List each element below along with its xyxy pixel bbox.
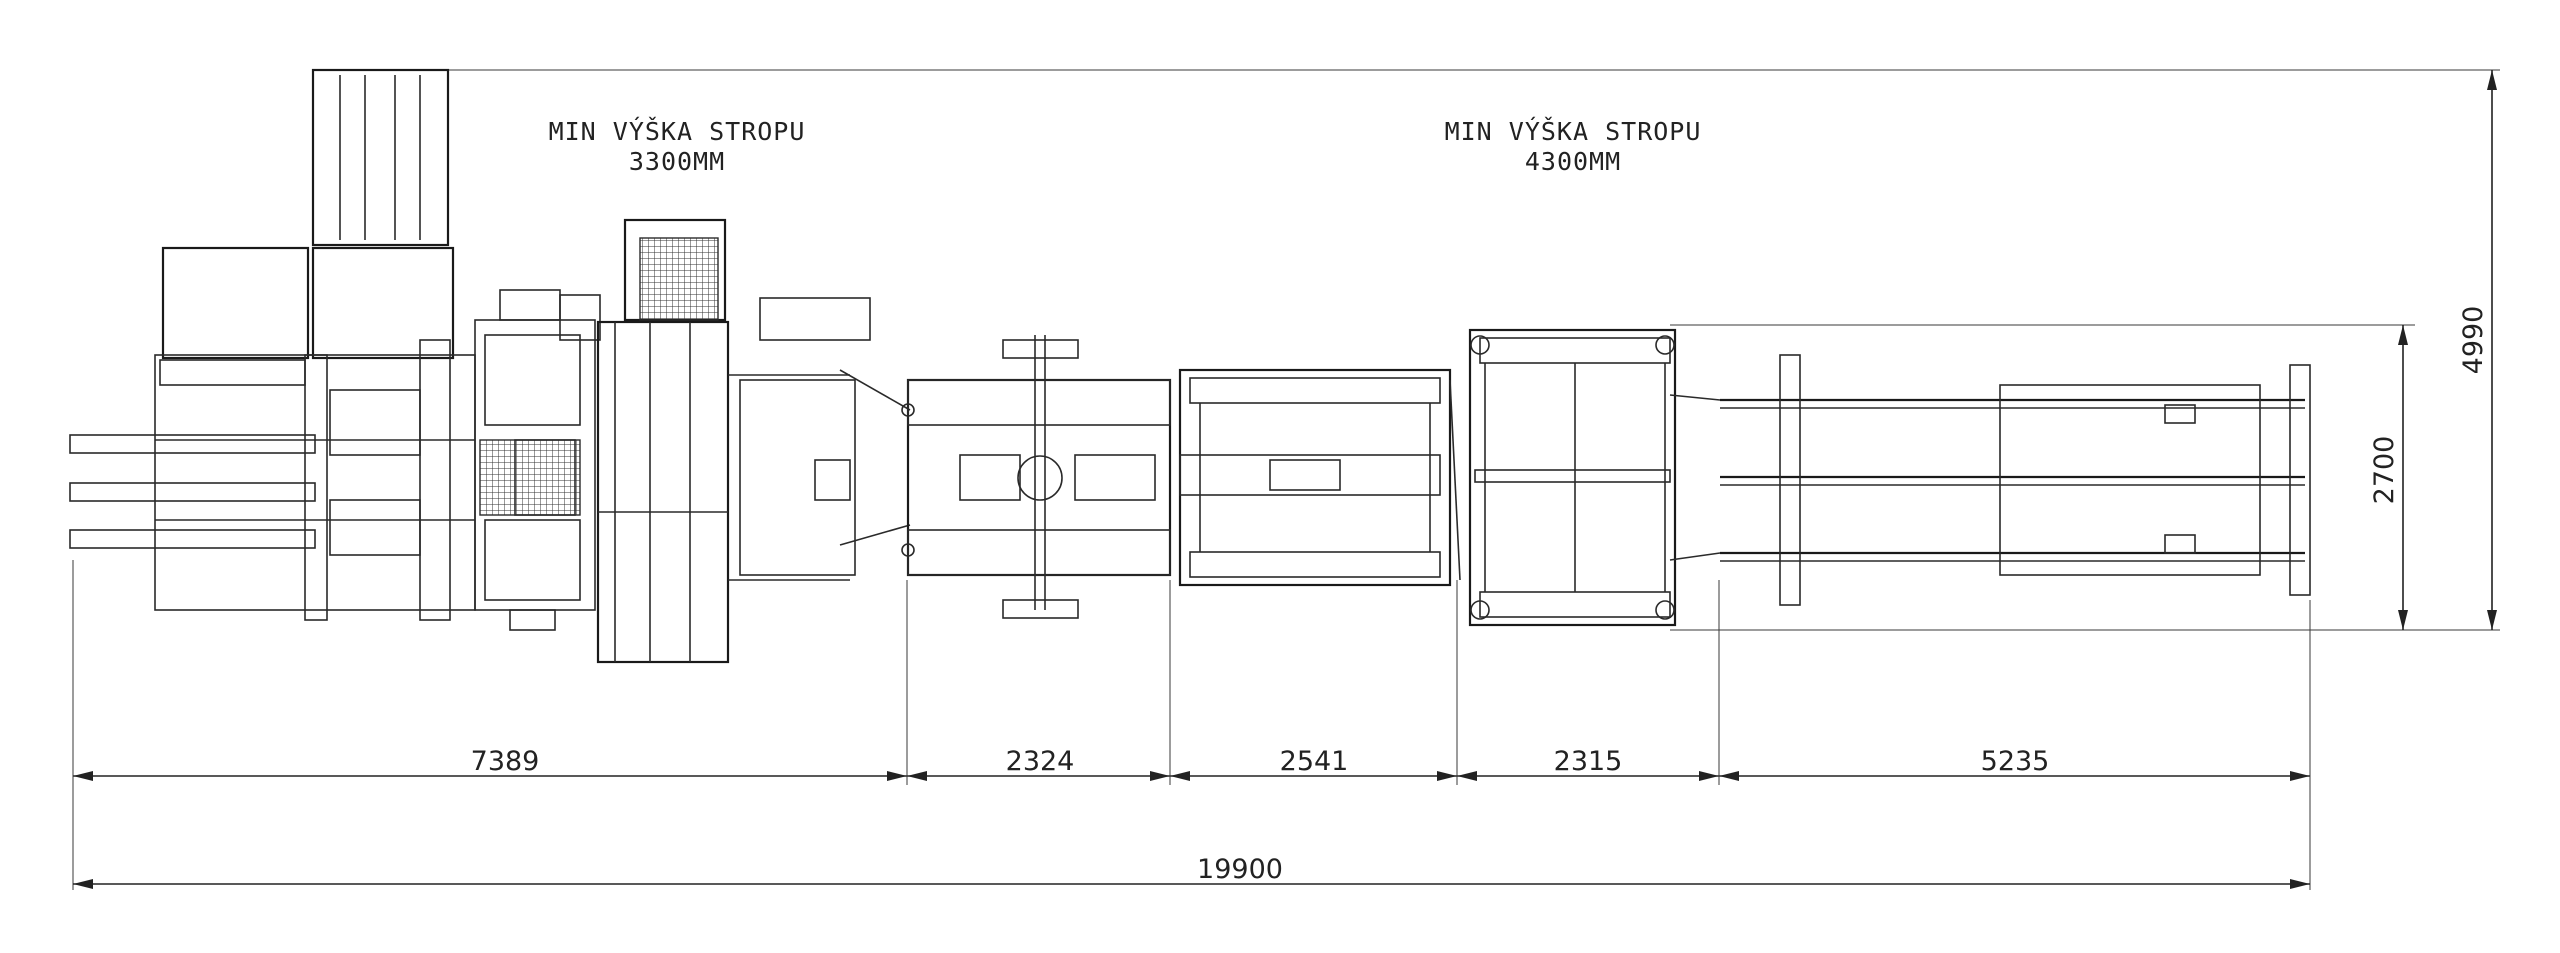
ceiling-note-right-line1: MIN VÝŠKA STROPU bbox=[1445, 116, 1702, 146]
ceiling-note-left-line1: MIN VÝŠKA STROPU bbox=[549, 116, 806, 146]
outfeed-rails-module bbox=[1669, 354, 2311, 606]
segment-dimension-chain bbox=[72, 560, 2311, 890]
bagging-module bbox=[69, 68, 601, 631]
dimension-segment-5: 5235 bbox=[1981, 746, 2050, 777]
overall-length-dimension bbox=[73, 879, 2310, 889]
dimension-segment-4: 2315 bbox=[1554, 746, 1623, 777]
envelope-outline bbox=[313, 69, 2500, 631]
section-width-dimension bbox=[2398, 325, 2408, 630]
dimension-segment-2: 2324 bbox=[1006, 746, 1075, 777]
dimension-segment-3: 2541 bbox=[1280, 746, 1349, 777]
dimension-section-width: 2700 bbox=[2369, 436, 2400, 505]
dimension-total-length: 19900 bbox=[1197, 854, 1283, 885]
dimension-total-width: 4990 bbox=[2458, 306, 2489, 375]
ceiling-note-right-line2: 4300MM bbox=[1525, 147, 1621, 176]
dimension-segment-1: 7389 bbox=[471, 746, 540, 777]
feed-conveyor bbox=[596, 218, 911, 664]
conveyor-frame-module bbox=[1178, 368, 1461, 587]
rotary-transfer-module bbox=[901, 335, 1172, 619]
stacker-module bbox=[1468, 328, 1677, 627]
overall-width-dimension bbox=[2487, 70, 2497, 630]
ceiling-note-left-line2: 3300MM bbox=[629, 147, 725, 176]
